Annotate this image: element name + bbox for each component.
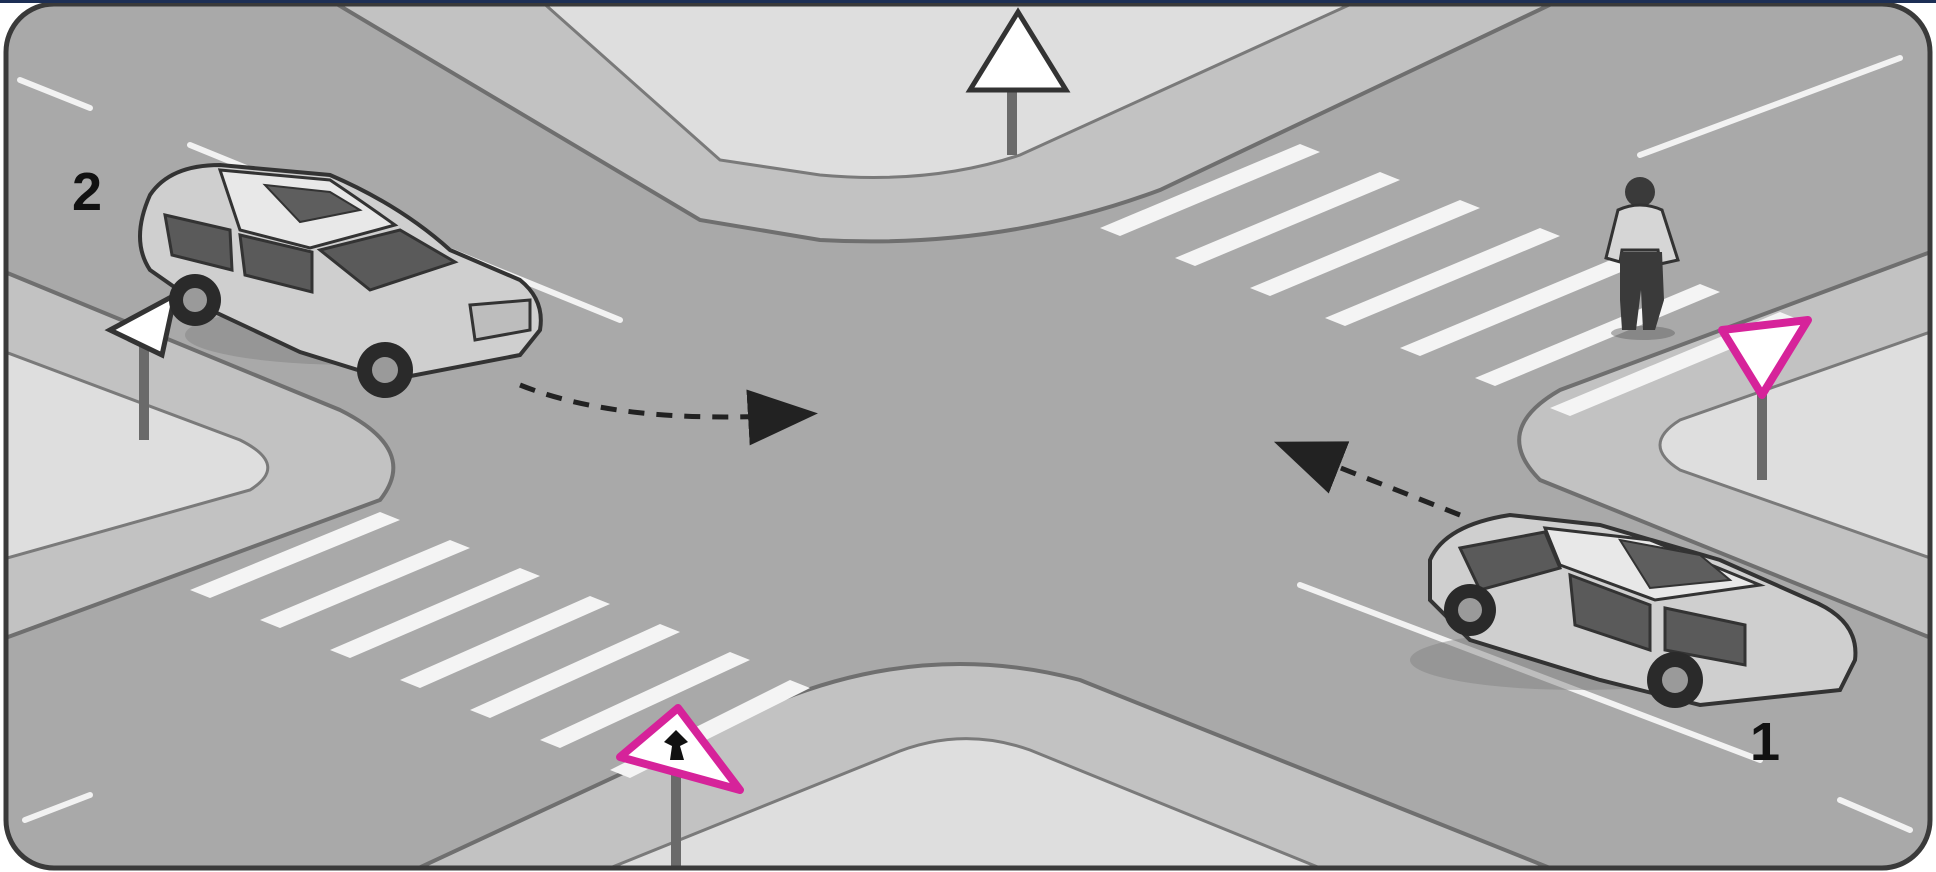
main-road-sign-west xyxy=(104,290,179,440)
sidewalk-left xyxy=(6,267,396,643)
car-2-dashed-arrow-icon xyxy=(519,382,818,446)
car-1 xyxy=(1410,512,1858,708)
car-1-dashed-arrow-icon xyxy=(1273,441,1461,518)
sidewalk-bottom xyxy=(409,662,1561,868)
car-2-label: 2 xyxy=(72,162,102,222)
yield-sign-south xyxy=(616,704,744,868)
main-road-sign-north xyxy=(965,7,1071,155)
top-edge-line xyxy=(0,0,1936,3)
diagram-frame xyxy=(3,1,1933,871)
pedestrian-person-icon xyxy=(1604,177,1680,340)
yield-sign-east xyxy=(1718,316,1812,480)
car-1-label: 1 xyxy=(1750,712,1780,772)
car-2 xyxy=(138,162,543,398)
sidewalk-top xyxy=(322,4,1561,244)
sidewalk-right xyxy=(1517,247,1930,643)
